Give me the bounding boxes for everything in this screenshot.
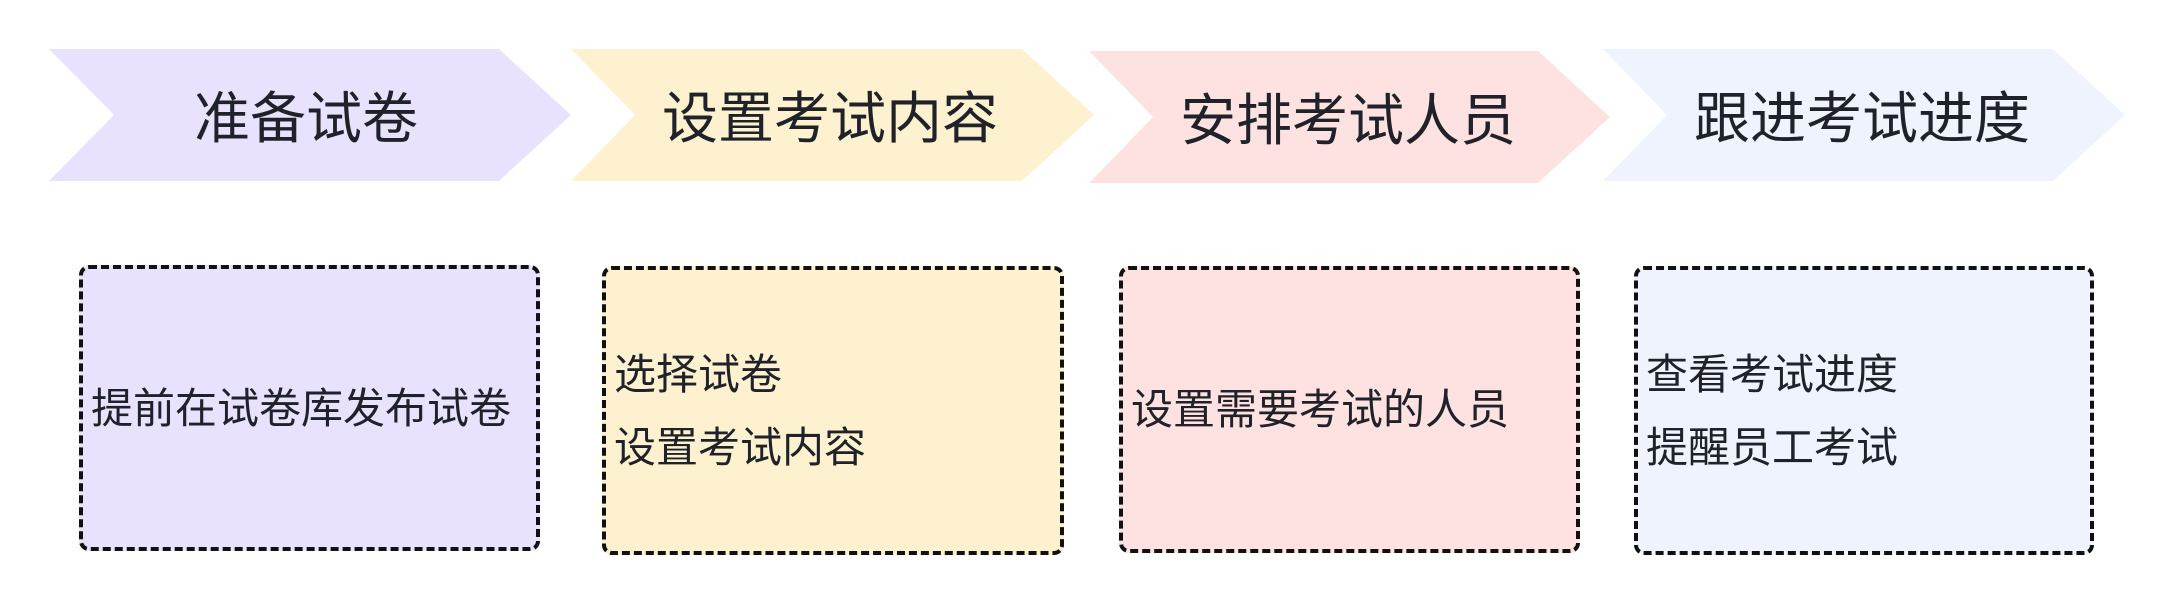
detail-text: 设置考试内容 (614, 422, 867, 472)
detail-text: 提醒员工考试 (1646, 422, 1899, 472)
detail-text: 提前在试卷库发布试卷 (91, 383, 512, 433)
step-detail-box-4: 查看考试进度 提醒员工考试 (1634, 266, 2094, 555)
step-title-2: 设置考试内容 (662, 87, 998, 152)
detail-text: 查看考试进度 (1646, 349, 1899, 399)
step-title-4: 跟进考试进度 (1694, 87, 2030, 152)
detail-text: 选择试卷 (614, 349, 783, 399)
chevron-step-1 (49, 49, 571, 181)
step-title-3: 安排考试人员 (1180, 89, 1516, 154)
chevron-step-3 (1089, 51, 1610, 183)
step-detail-box-3: 设置需要考试的人员 (1119, 266, 1580, 553)
step-title-1: 准备试卷 (194, 87, 418, 152)
chevron-step-4 (1603, 49, 2125, 181)
step-detail-box-2: 选择试卷 设置考试内容 (602, 266, 1064, 555)
detail-text: 设置需要考试的人员 (1131, 385, 1510, 434)
chevron-step-2 (571, 49, 1094, 181)
step-detail-box-1: 提前在试卷库发布试卷 (79, 265, 540, 551)
